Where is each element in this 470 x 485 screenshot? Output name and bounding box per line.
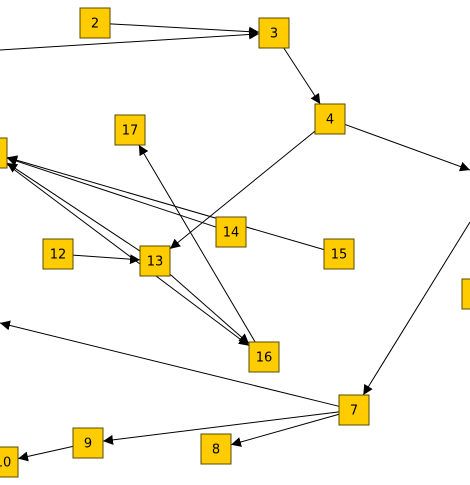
node-label: 12 [50,248,67,263]
node-16[interactable]: 16 [248,341,280,373]
edge-arrow-13-to-L1 [6,162,141,252]
node-label: 7 [350,404,358,419]
node-box [0,446,19,478]
node-label: 14 [223,226,240,241]
node-label: 16 [256,351,273,366]
node-box [114,114,146,146]
edge-arrow-off-right-2-to-7 [362,221,470,396]
node-label: 10 [0,456,11,471]
edge-arrow-16-to-17 [138,144,256,343]
node-box [461,278,470,310]
node-box [139,245,171,277]
node-box [42,238,74,270]
edge-arrow-13-to-16 [169,273,250,345]
node-7[interactable]: 7 [338,394,370,426]
edges-layer [0,23,470,462]
node-14[interactable]: 14 [215,216,247,248]
node-L1[interactable] [0,137,8,169]
node-3[interactable]: 3 [258,17,290,49]
node-12[interactable]: 12 [42,238,74,270]
node-label: 8 [212,443,220,458]
node-label: 3 [270,27,278,42]
node-label: 9 [84,437,92,452]
edge-arrow-7-to-off-left-mid [0,320,340,407]
nodes-layer: 2 3 4 7 8 9 10 12 13 14 15 16 17 [0,7,470,478]
node-9[interactable]: 9 [72,427,104,459]
node-box [323,238,355,270]
edge-arrow-L1-to-16 [6,163,250,347]
edge-arrow-7-to-8 [230,413,340,447]
edge-arrow-7-to-9 [102,411,340,445]
node-box [258,17,290,49]
node-box [314,103,346,135]
node-2[interactable]: 2 [79,7,111,39]
node-label: 15 [331,248,348,263]
edge-arrow-4-to-13 [169,130,316,250]
node-box [338,394,370,426]
edge-arrow-9-to-10 [17,445,74,462]
node-label: 17 [122,124,139,139]
node-box [215,216,247,248]
edge-arrow-4-to-off-right [344,123,470,172]
edge-arrow-3-to-4 [283,47,321,105]
edge-arrow-off-left-top-to-3 [0,29,260,51]
node-10[interactable]: 10 [0,446,19,478]
node-box [0,137,8,169]
node-box [72,427,104,459]
node-box [248,341,280,373]
node-15[interactable]: 15 [323,238,355,270]
edge-arrow-12-to-13 [72,254,141,265]
node-box [79,7,111,39]
node-R1[interactable] [461,278,470,310]
node-4[interactable]: 4 [314,103,346,135]
edge-arrow-2-to-3 [109,23,260,37]
node-box [200,433,232,465]
node-label: 2 [91,17,99,32]
node-17[interactable]: 17 [114,114,146,146]
node-label: 13 [147,255,164,270]
edge-arrow-14-to-L1 [6,156,217,228]
node-8[interactable]: 8 [200,433,232,465]
node-label: 4 [326,113,334,128]
edge-arrow-15-to-L1 [6,155,325,251]
node-13[interactable]: 13 [139,245,171,277]
